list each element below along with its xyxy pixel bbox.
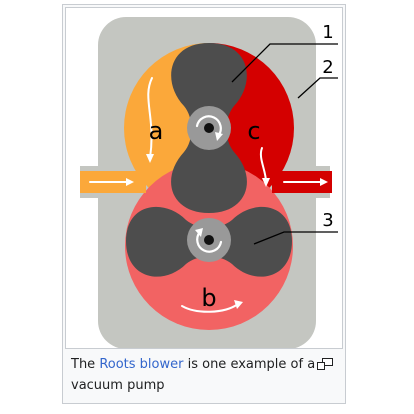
callout-2: 2 — [322, 57, 333, 78]
roots-blower-diagram[interactable]: a c b 1 2 3 — [66, 8, 342, 348]
figure-caption: The Roots blower is one example of a vac… — [71, 354, 317, 396]
upper-shaft — [204, 123, 214, 133]
caption-prefix: The — [71, 357, 100, 372]
roots-blower-link[interactable]: Roots blower — [99, 357, 184, 372]
flow-arrowhead-a — [146, 154, 154, 163]
chamber-label-c: c — [247, 117, 260, 145]
magnify-icon[interactable] — [317, 358, 333, 370]
flow-arrowhead-inlet — [126, 178, 134, 186]
rotation-arrow-icon — [196, 230, 223, 253]
rotation-arrow-icon — [195, 115, 222, 138]
lower-shaft — [204, 235, 214, 245]
flow-arrowhead-c — [262, 178, 270, 187]
chamber-label-a: a — [149, 117, 164, 145]
callout-leaders — [231, 43, 338, 245]
rotation-arrowhead-upper — [215, 132, 223, 141]
flow-arrowhead-b — [234, 300, 243, 309]
flow-arrow-icon — [89, 77, 323, 313]
caption-suffix: is one example of a vacuum pump — [71, 357, 316, 393]
chamber-label-b: b — [201, 284, 216, 312]
figure-thumbnail: a c b 1 2 3 The Roots blower is one exam… — [62, 4, 346, 404]
callout-1: 1 — [322, 22, 333, 43]
figure-image-frame[interactable]: a c b 1 2 3 — [65, 7, 343, 349]
rotation-arrowhead-lower — [195, 228, 203, 237]
callout-3: 3 — [322, 210, 333, 231]
flow-arrowhead-outlet — [320, 178, 328, 186]
